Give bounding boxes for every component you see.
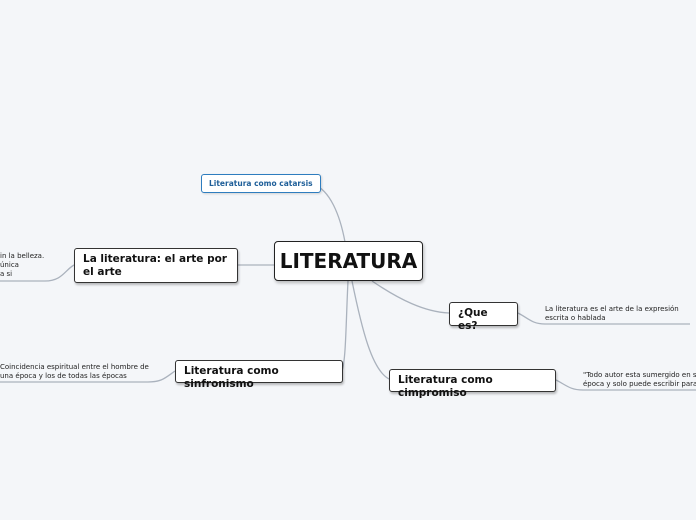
connector-quees bbox=[371, 280, 450, 314]
note-compromiso[interactable]: "Todo autor esta sumergido en su época y… bbox=[583, 371, 696, 389]
note-line: in la belleza. bbox=[0, 252, 45, 260]
floating-topic-catarsis[interactable]: Literatura como catarsis bbox=[201, 174, 321, 193]
topic-arte[interactable]: La literatura: el arte por el arte bbox=[74, 248, 238, 283]
topic-quees[interactable]: ¿Que es? bbox=[449, 302, 518, 332]
note-line: única bbox=[0, 260, 19, 269]
connector-sinfronismo bbox=[341, 280, 349, 372]
note-line: La literatura es el arte de la expresión bbox=[545, 305, 679, 313]
topic-sinfronismo[interactable]: Literatura como sinfronismo bbox=[175, 360, 343, 390]
topic-arte-label: La literatura: el arte por el arte bbox=[83, 253, 227, 278]
note-line: escrita o hablada bbox=[545, 313, 606, 322]
topic-compromiso-label: Literatura como cimpromiso bbox=[398, 374, 493, 399]
note-arte[interactable]: in la belleza. única a si bbox=[0, 252, 44, 278]
central-topic-label: LITERATURA bbox=[279, 249, 418, 273]
connector-note-compromiso bbox=[555, 379, 696, 391]
note-line: una época y los de todas las épocas bbox=[0, 371, 127, 380]
connector-note-sinfronismo bbox=[0, 370, 176, 383]
connector-compromiso bbox=[351, 280, 390, 380]
topic-sinfronismo-label: Literatura como sinfronismo bbox=[184, 365, 279, 390]
note-line: "Todo autor esta sumergido en su bbox=[583, 371, 696, 379]
note-line: Coincidencia espiritual entre el hombre … bbox=[0, 363, 149, 371]
note-sinfronismo[interactable]: Coincidencia espiritual entre el hombre … bbox=[0, 363, 149, 381]
topic-compromiso[interactable]: Literatura como cimpromiso bbox=[389, 369, 556, 399]
connector-note-arte bbox=[0, 264, 75, 282]
note-quees[interactable]: La literatura es el arte de la expresión… bbox=[545, 305, 679, 323]
note-line: época y solo puede escribir para bbox=[583, 379, 696, 388]
topic-quees-label: ¿Que es? bbox=[458, 307, 488, 332]
connector-note-quees bbox=[517, 312, 690, 325]
central-topic[interactable]: LITERATURA bbox=[274, 241, 423, 281]
floating-topic-label: Literatura como catarsis bbox=[209, 179, 313, 188]
note-line: a si bbox=[0, 269, 13, 278]
